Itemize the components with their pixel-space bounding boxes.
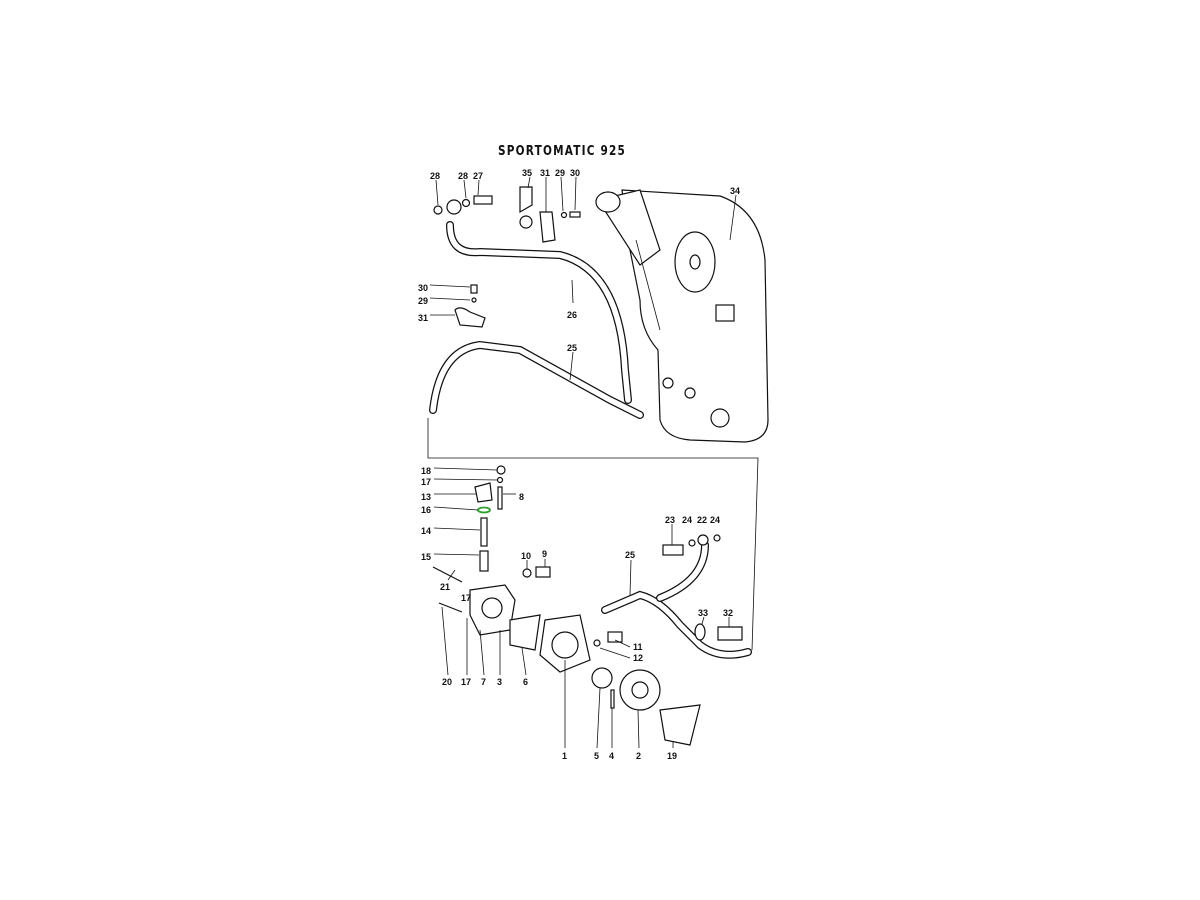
callout: 8 <box>519 492 524 502</box>
callout: 13 <box>421 492 431 502</box>
diagram-title: SPORTOMATIC 925 <box>498 144 626 159</box>
callout: 22 <box>697 515 707 525</box>
callout: 14 <box>421 526 431 536</box>
callout: 6 <box>523 677 528 687</box>
callout: 27 <box>473 171 483 181</box>
oil-pump-parts <box>432 465 743 746</box>
callout: 34 <box>730 186 740 196</box>
callout: 29 <box>555 168 565 178</box>
callout: 30 <box>570 168 580 178</box>
callout: 25 <box>567 343 577 353</box>
callout: 33 <box>698 608 708 618</box>
connection-line <box>427 418 759 651</box>
callout: 29 <box>418 296 428 306</box>
callout: 35 <box>522 168 532 178</box>
callout: 18 <box>421 466 431 476</box>
callout: 19 <box>667 751 677 761</box>
callout: 30 <box>418 283 428 293</box>
callouts-bottom: 18 17 13 8 16 14 15 10 9 21 17 20 17 7 3… <box>421 466 733 761</box>
callout: 15 <box>421 552 431 562</box>
callout: 5 <box>594 751 599 761</box>
callout: 11 <box>633 642 643 652</box>
leader-lines <box>429 176 737 749</box>
callout: 7 <box>481 677 486 687</box>
callout: 16 <box>421 505 431 515</box>
callout: 31 <box>540 168 550 178</box>
hose-25-lower <box>601 541 752 659</box>
callout: 23 <box>665 515 675 525</box>
callout: 1 <box>562 751 567 761</box>
o-ring-16-highlight <box>477 506 491 514</box>
callout: 24 <box>682 515 692 525</box>
callout: 12 <box>633 653 643 663</box>
callout: 17 <box>461 593 471 603</box>
callout: 17 <box>461 677 471 687</box>
callout: 25 <box>625 550 635 560</box>
oil-tank <box>595 189 769 443</box>
top-hardware <box>433 186 581 328</box>
hose-25-upper <box>429 340 644 419</box>
hose-26 <box>446 221 632 404</box>
callout: 28 <box>458 171 468 181</box>
callout: 3 <box>497 677 502 687</box>
callout: 2 <box>636 751 641 761</box>
callout: 31 <box>418 313 428 323</box>
callout: 20 <box>442 677 452 687</box>
callout: 9 <box>542 549 547 559</box>
callout: 21 <box>440 582 450 592</box>
callout: 24 <box>710 515 720 525</box>
callout: 32 <box>723 608 733 618</box>
callout: 28 <box>430 171 440 181</box>
callout: 4 <box>609 751 614 761</box>
callout: 26 <box>567 310 577 320</box>
callouts-top: 28 28 27 35 31 29 30 34 30 29 31 26 25 <box>418 168 740 353</box>
callout: 10 <box>521 551 531 561</box>
callout: 17 <box>421 477 431 487</box>
